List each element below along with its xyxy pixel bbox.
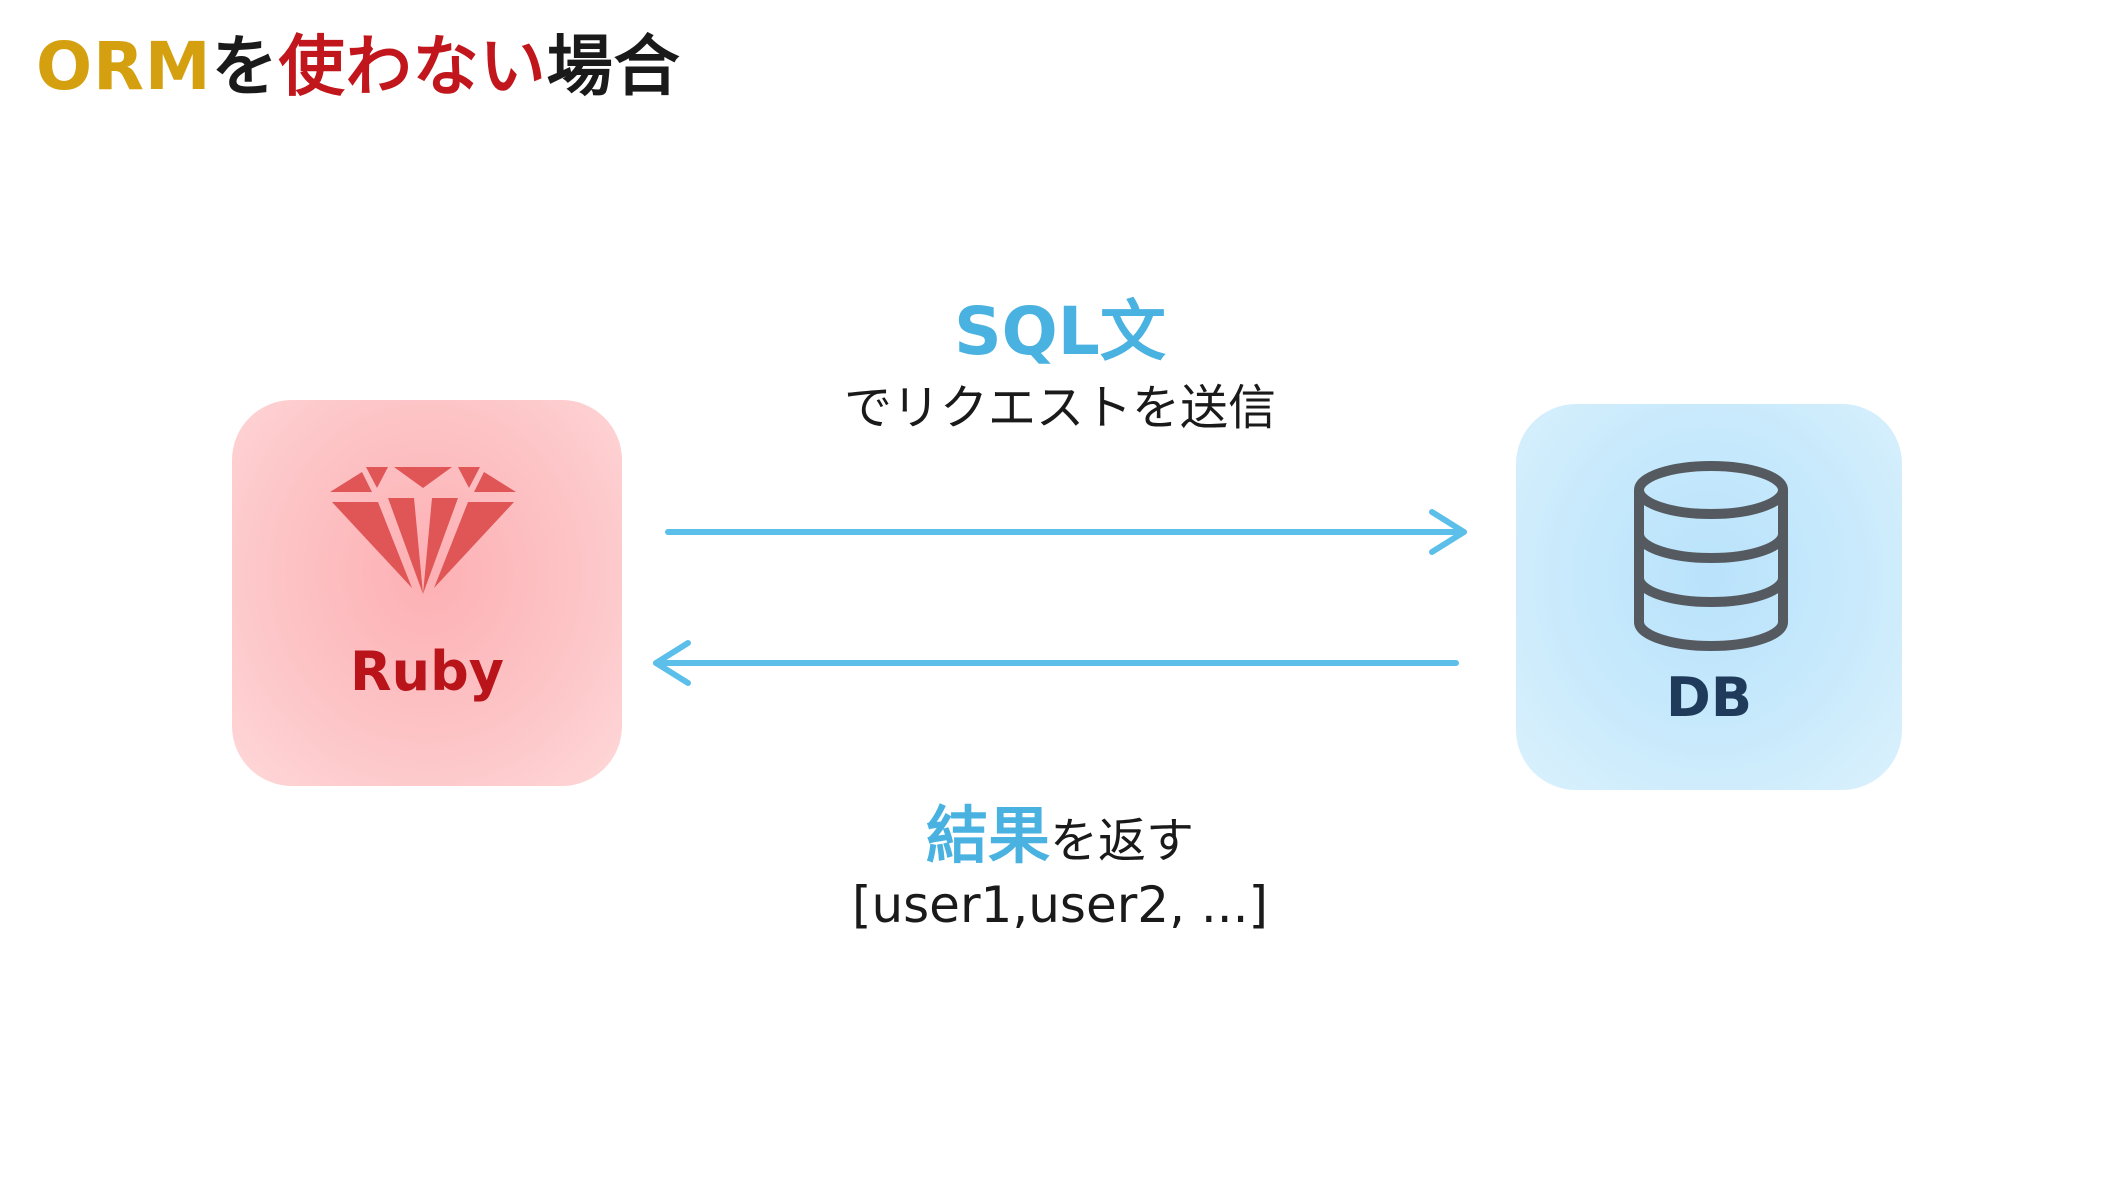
db-label: DB <box>1666 666 1752 729</box>
gem-icon <box>330 467 516 594</box>
ruby-label: Ruby <box>350 640 504 703</box>
title-orm: ORM <box>36 28 212 105</box>
database-icon <box>1634 461 1788 651</box>
response-example: [user1,user2, ...] <box>851 876 1269 934</box>
response-description: を返す <box>1050 813 1195 869</box>
request-description: でリクエストを送信 <box>843 380 1276 436</box>
ruby-node: Ruby <box>232 400 622 786</box>
response-result-label: 結果 <box>925 799 1050 872</box>
response-arrow <box>653 640 1459 686</box>
db-node: DB <box>1516 404 1902 790</box>
response-label: 結果を返す <box>700 796 1420 892</box>
title-particle: を <box>211 28 279 105</box>
request-arrow <box>665 509 1467 555</box>
title-case: 場合 <box>546 28 681 105</box>
page-title: ORMを使わない場合 <box>36 22 681 112</box>
request-sql-label: SQL文 <box>954 293 1166 370</box>
title-not-use: 使わない <box>278 28 547 105</box>
